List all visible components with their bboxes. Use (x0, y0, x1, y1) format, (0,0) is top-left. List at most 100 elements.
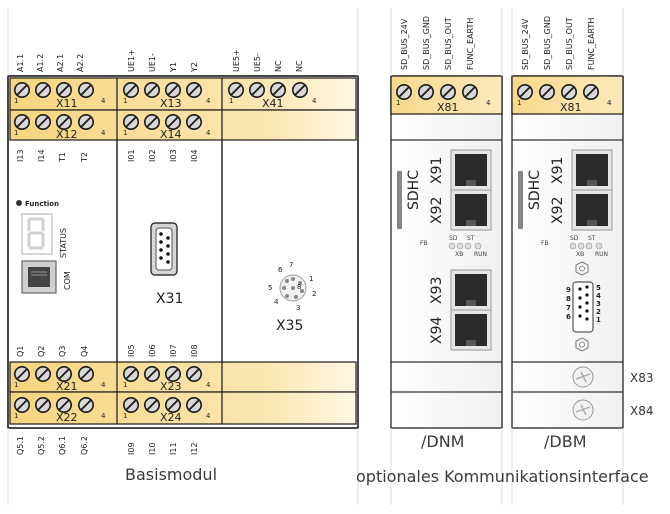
dbm-led-sd: SD (570, 235, 579, 242)
screw-terminal-icon[interactable] (77, 365, 95, 383)
x35-pin-1: 1 (309, 275, 313, 283)
dnm-rj45-port-icon[interactable] (450, 149, 492, 191)
pin-number: 4 (101, 412, 106, 420)
pin-number: 4 (312, 97, 317, 105)
screw-terminal-icon[interactable] (122, 396, 140, 414)
screw-terminal-icon[interactable] (461, 83, 479, 101)
screw-terminal-icon[interactable] (291, 81, 309, 99)
terminal-label-top: NC (274, 60, 283, 72)
screw-terminal-icon[interactable] (227, 81, 245, 99)
terminal-label-bottom: I10 (148, 442, 157, 455)
screw-terminal-icon[interactable] (395, 83, 413, 101)
screw-terminal-icon[interactable] (538, 83, 556, 101)
dnm-led-icon (464, 242, 472, 250)
dnm-rj45-port-icon[interactable] (450, 269, 492, 311)
dbm-rj45-port-icon[interactable] (571, 149, 613, 191)
pin-number: 4 (101, 97, 106, 105)
screw-terminal-icon[interactable] (516, 83, 534, 101)
screw-terminal-icon[interactable] (560, 83, 578, 101)
screw-terminal-icon[interactable] (143, 365, 161, 383)
com-port-icon[interactable] (21, 260, 57, 294)
screw-terminal-icon[interactable] (34, 113, 52, 131)
screw-terminal-icon[interactable] (143, 113, 161, 131)
basis-module (7, 8, 359, 505)
screw-terminal-icon[interactable] (582, 83, 600, 101)
terminal-label-bottom: I09 (127, 442, 136, 455)
screw-terminal-icon[interactable] (34, 365, 52, 383)
x83-rotary-switch-icon[interactable] (572, 366, 594, 388)
dbm-hex-nut-bottom-icon (575, 337, 589, 352)
screw-terminal-icon[interactable] (34, 396, 52, 414)
dnm-rj45-port-icon[interactable] (450, 189, 492, 231)
terminal-label-top: Y2 (190, 62, 199, 73)
terminal-label-top: A2.2 (76, 54, 85, 72)
dnm-port-label: X92 (429, 197, 445, 224)
block-x13: X13 (160, 97, 182, 110)
input-label: I02 (148, 149, 157, 162)
screw-terminal-icon[interactable] (13, 81, 31, 99)
function-label: Function (25, 200, 59, 208)
basis-caption: Basismodul (125, 465, 217, 484)
x35-round-connector-icon[interactable] (279, 274, 307, 302)
screw-terminal-icon[interactable] (185, 113, 203, 131)
screw-terminal-icon[interactable] (122, 81, 140, 99)
pin-number: 4 (206, 412, 211, 420)
screw-terminal-icon[interactable] (269, 81, 287, 99)
screw-terminal-icon[interactable] (13, 365, 31, 383)
screw-terminal-icon[interactable] (77, 113, 95, 131)
block-x11: X11 (56, 97, 78, 110)
pin-number: 1 (123, 381, 127, 389)
terminal-label-top: A2.1 (56, 54, 65, 72)
dnm-led-xb: XB (455, 251, 463, 258)
input-label: I01 (127, 149, 136, 162)
dbm-rj45-port-icon[interactable] (571, 189, 613, 231)
screw-terminal-icon[interactable] (77, 396, 95, 414)
dbm-led-xb: XB (576, 251, 584, 258)
dbm-block-x81: X81 (560, 101, 582, 114)
screw-terminal-icon[interactable] (55, 81, 73, 99)
dbm-sub-pin-8: 8 (566, 295, 571, 303)
screw-terminal-icon[interactable] (13, 113, 31, 131)
terminal-label-top: A1.1 (16, 54, 25, 72)
output-label: I07 (169, 344, 178, 357)
screw-terminal-icon[interactable] (34, 81, 52, 99)
screw-terminal-icon[interactable] (122, 365, 140, 383)
pin-number: 4 (206, 381, 211, 389)
pin-number: 1 (123, 97, 127, 105)
x31-sub-d-connector-icon[interactable] (150, 222, 178, 276)
screw-terminal-icon[interactable] (417, 83, 435, 101)
dnm-sdhc-label: SDHC (406, 170, 422, 210)
pin-number: 1 (123, 129, 127, 137)
screw-terminal-icon[interactable] (13, 396, 31, 414)
dnm-sdhc-slot-icon (397, 171, 402, 229)
pin-number: 1 (14, 129, 18, 137)
screw-terminal-icon[interactable] (185, 396, 203, 414)
x35-pin-7: 7 (289, 261, 293, 269)
screw-terminal-icon[interactable] (143, 81, 161, 99)
screw-terminal-icon[interactable] (77, 81, 95, 99)
screw-terminal-icon[interactable] (143, 396, 161, 414)
screw-terminal-icon[interactable] (164, 81, 182, 99)
screw-terminal-icon[interactable] (248, 81, 266, 99)
dnm-rj45-port-icon[interactable] (450, 309, 492, 351)
x31-label: X31 (156, 291, 183, 307)
screw-terminal-icon[interactable] (185, 81, 203, 99)
dbm-sub-pin-6: 6 (566, 313, 571, 321)
screw-terminal-icon[interactable] (122, 113, 140, 131)
dbm-led-icon (569, 242, 577, 250)
terminal-label-top: Y1 (169, 62, 178, 73)
dnm-terminal-label: FUNC_EARTH (466, 18, 475, 70)
dnm-led-icon (448, 242, 456, 250)
dbm-port-label: X91 (550, 157, 566, 184)
dbm-led-icon (577, 242, 585, 250)
screw-terminal-icon[interactable] (439, 83, 457, 101)
terminal-label-bottom: Q6.1 (58, 436, 67, 455)
dbm-fb-label: FB (541, 240, 549, 247)
x84-rotary-switch-icon[interactable] (572, 399, 594, 421)
screw-terminal-icon[interactable] (185, 365, 203, 383)
dbm-sub-d-connector-icon[interactable] (572, 281, 594, 333)
block-x24: X24 (160, 411, 182, 424)
